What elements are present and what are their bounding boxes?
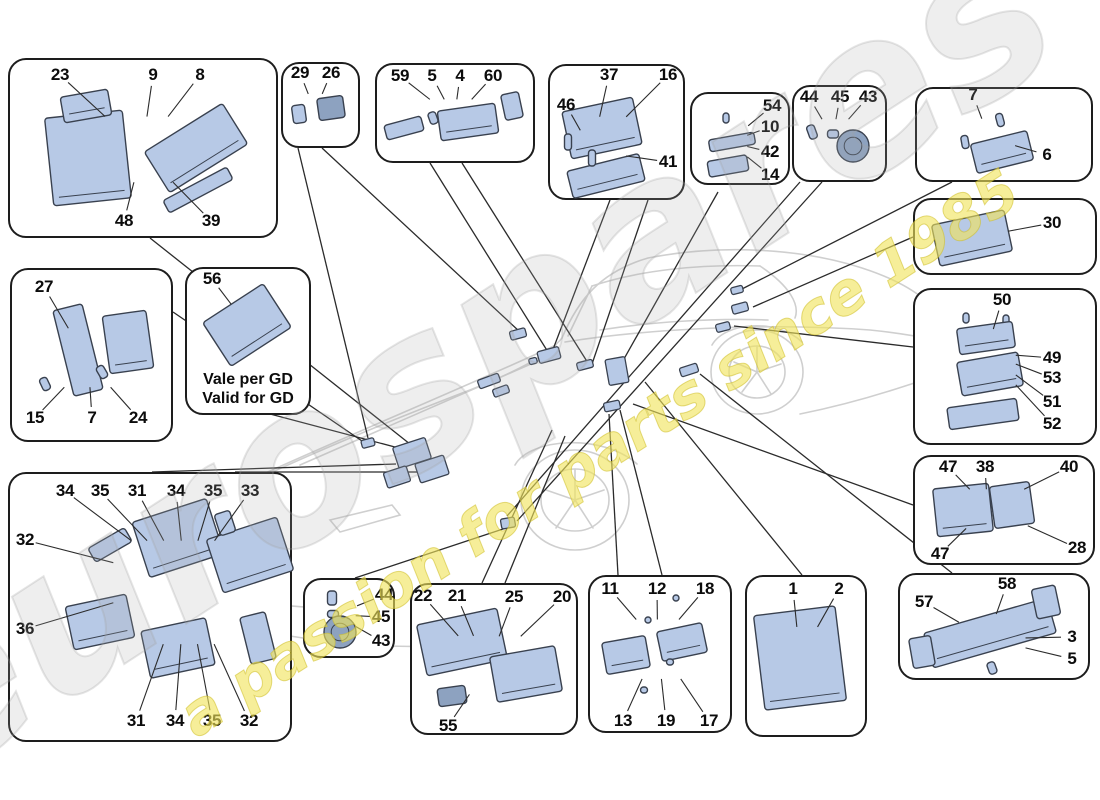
leader-line — [151, 463, 397, 473]
ecu-part — [678, 362, 700, 378]
group-27-24 — [10, 268, 173, 442]
leader-line — [321, 147, 521, 333]
group-horn-top — [792, 85, 887, 182]
ecu-part — [477, 372, 501, 390]
leader-line — [591, 199, 649, 365]
leader-line — [461, 162, 589, 364]
group-3-assembly — [898, 573, 1090, 680]
leader-line — [506, 181, 801, 517]
leader-line — [733, 325, 914, 348]
group-airbag-ecu — [548, 64, 685, 200]
group-29-26 — [281, 62, 360, 148]
group-49-53-51-52 — [913, 288, 1097, 445]
ecu-part — [414, 454, 450, 484]
group-engine-ecus — [8, 472, 292, 742]
ecu-part — [576, 358, 594, 372]
ecu-part — [604, 356, 630, 386]
leader-line — [619, 191, 719, 367]
group-4-assembly — [375, 63, 535, 163]
group-7-6 — [915, 87, 1093, 182]
leader-line — [481, 429, 553, 584]
ecu-part — [730, 301, 750, 315]
ecu-part — [602, 399, 622, 413]
leader-line — [644, 381, 803, 576]
leader-line — [699, 373, 953, 574]
leader-line — [429, 162, 549, 353]
group-54-10-42-14 — [690, 92, 790, 185]
ecu-part — [382, 465, 412, 489]
leader-line — [619, 409, 663, 576]
group-telematics — [8, 58, 278, 238]
ecu-part — [492, 384, 510, 398]
leader-line — [632, 403, 914, 506]
ecu-part — [536, 346, 562, 364]
ecu-part — [508, 327, 528, 341]
group-horn-bottom — [303, 578, 395, 658]
leader-line — [551, 199, 611, 353]
leader-line — [739, 181, 953, 291]
ecu-part — [360, 437, 376, 449]
group-11-17 — [588, 575, 732, 733]
group-56-gd — [185, 267, 311, 415]
ecu-part — [499, 516, 517, 530]
group-body-computer — [745, 575, 867, 737]
leader-line — [516, 181, 823, 522]
group-dash-ecu — [410, 583, 578, 735]
on-car-ecu-parts — [360, 284, 750, 530]
leader-line — [297, 147, 369, 439]
group-38-28-40 — [913, 455, 1095, 565]
leader-line — [608, 413, 619, 576]
leader-line — [752, 236, 914, 308]
ecu-part — [528, 356, 538, 366]
group-ecu-30 — [913, 198, 1097, 275]
ecu-part — [730, 284, 744, 296]
leader-line — [354, 527, 507, 579]
ecu-part — [715, 321, 731, 333]
leader-line — [504, 435, 566, 584]
